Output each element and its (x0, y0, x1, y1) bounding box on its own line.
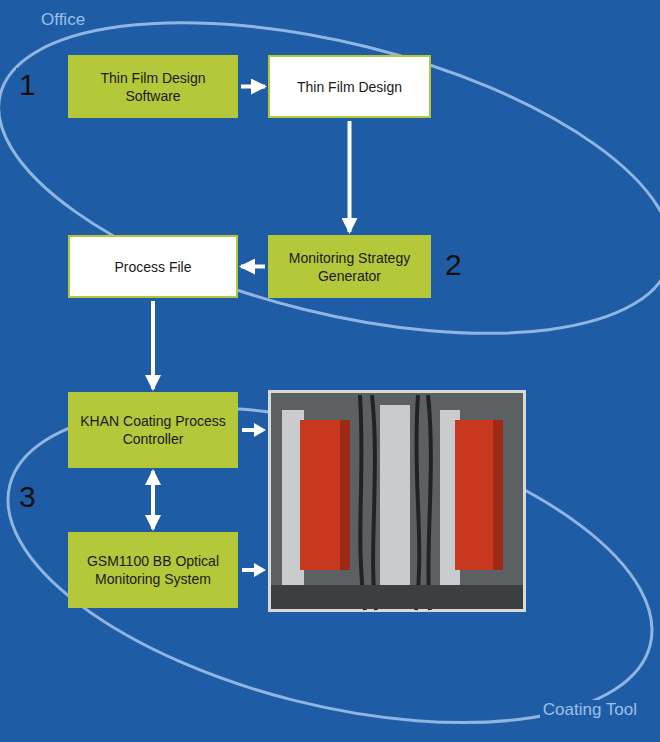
box-text: Process File (114, 258, 191, 276)
callout-number: 3 (16, 480, 39, 514)
process-box: Thin Film Design Software (68, 55, 238, 118)
flow-arrow (348, 121, 352, 232)
process-box: Monitoring Strategy Generator (268, 235, 431, 298)
callout-number: 2 (442, 248, 465, 282)
region-label: Coating Tool (540, 700, 640, 720)
flow-arrow (151, 471, 155, 529)
process-box: KHAN Coating Process Controller (68, 392, 238, 468)
base (271, 585, 523, 609)
flow-arrow (151, 301, 155, 389)
flow-arrow (241, 265, 265, 269)
region-label: Office (38, 10, 88, 30)
cables (360, 395, 431, 610)
red-cabinet-shade (493, 420, 503, 570)
box-text: KHAN Coating Process Controller (78, 412, 228, 448)
office-ellipse (0, 0, 660, 392)
box-text: GSM1100 BB Optical Monitoring System (78, 552, 228, 588)
box-text: Monitoring Strategy Generator (278, 249, 421, 285)
red-cabinet (300, 420, 350, 570)
flow-arrow (241, 85, 265, 89)
box-text: Thin Film Design (297, 78, 402, 96)
tool-arrows (242, 430, 256, 570)
process-box: GSM1100 BB Optical Monitoring System (68, 532, 238, 608)
photo-background (271, 393, 523, 609)
callout-number: 1 (16, 68, 39, 102)
coating-tool-ellipse (0, 349, 660, 742)
process-box: Thin Film Design (268, 55, 431, 118)
silver-column (380, 405, 410, 595)
box-text: Thin Film Design Software (78, 69, 228, 105)
photo-frame (268, 390, 526, 612)
red-cabinet (455, 420, 503, 570)
process-box: Process File (68, 235, 238, 298)
arrowhead (254, 423, 266, 577)
red-cabinet-shade (340, 420, 350, 570)
